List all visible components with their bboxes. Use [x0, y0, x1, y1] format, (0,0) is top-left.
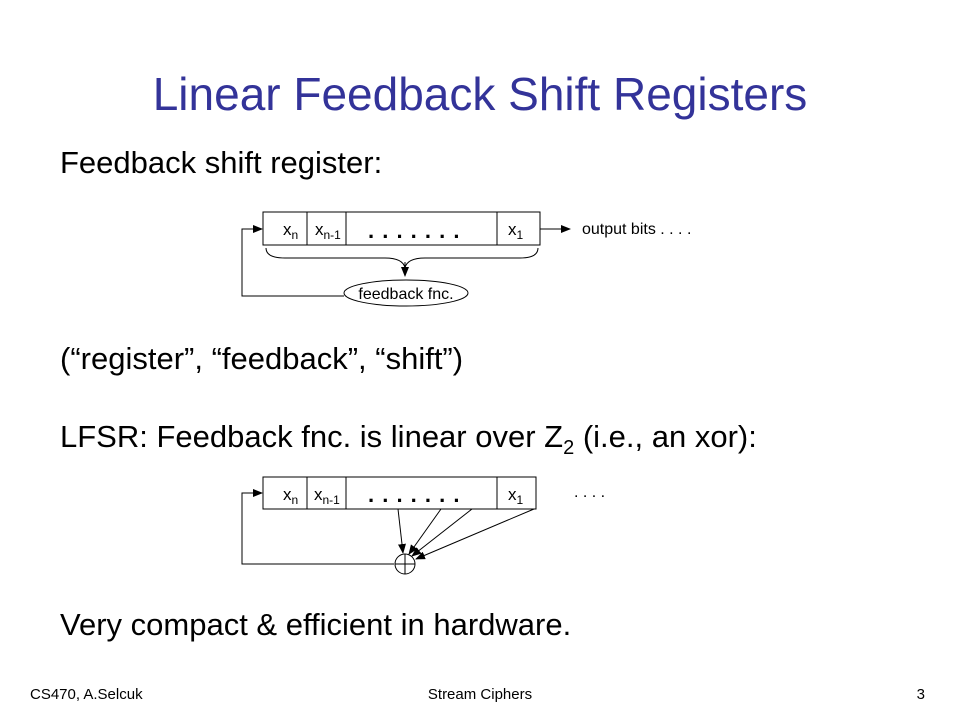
register-cell-xn-1: xn-1	[314, 485, 340, 507]
output-bits-label: output bits . . . .	[582, 221, 691, 238]
register-cell-xn: xn	[283, 220, 298, 242]
register-cell-xn-1: xn-1	[315, 220, 341, 242]
body-line-compact-efficient: Very compact & efficient in hardware.	[60, 607, 572, 642]
register-cell-x1: x1	[508, 220, 524, 242]
tap-arrow	[397, 508, 406, 554]
body-line-lfsr-definition: LFSR: Feedback fnc. is linear over Z2 (i…	[60, 418, 757, 467]
slide-title: Linear Feedback Shift Registers	[152, 68, 808, 120]
feedback-fnc-label: feedback fnc.	[358, 286, 453, 303]
register-ellipsis: . . . . . . .	[368, 482, 460, 507]
register-ellipsis: . . . . . . .	[368, 218, 460, 243]
feedback-shift-register-diagram: xn xn-1 . . . . . . . x1 output bits . .…	[241, 211, 691, 307]
feedback-brace	[265, 247, 539, 269]
footer-author: CS470, A.Selcuk	[30, 686, 143, 703]
tap-arrow	[415, 508, 535, 560]
lfsr-text-prefix: LFSR: Feedback fnc. is linear over Z	[60, 419, 564, 454]
footer-page-number: 3	[916, 686, 925, 703]
feedback-loop-arrow	[241, 225, 344, 297]
register-cell-x1: x1	[508, 485, 524, 507]
z2-subscript: 2	[563, 437, 575, 460]
footer-topic: Stream Ciphers	[427, 686, 533, 703]
tap-arrow	[408, 508, 442, 555]
lfsr-text-suffix: (i.e., an xor):	[574, 419, 757, 454]
xor-icon	[394, 553, 416, 575]
xor-feedback-loop-arrow	[241, 489, 394, 565]
body-line-register-feedback-shift: (“register”, “feedback”, “shift”)	[60, 341, 464, 376]
tap-arrow	[411, 508, 473, 557]
body-line-feedback-shift-register: Feedback shift register:	[60, 145, 383, 180]
lfsr-xor-diagram: xn xn-1 . . . . . . . x1 . . . .	[241, 476, 605, 575]
register-box	[262, 476, 537, 510]
register-cell-xn: xn	[283, 485, 298, 507]
feedback-fnc-ellipse	[343, 279, 469, 307]
output-ellipsis-label: . . . .	[574, 484, 605, 501]
